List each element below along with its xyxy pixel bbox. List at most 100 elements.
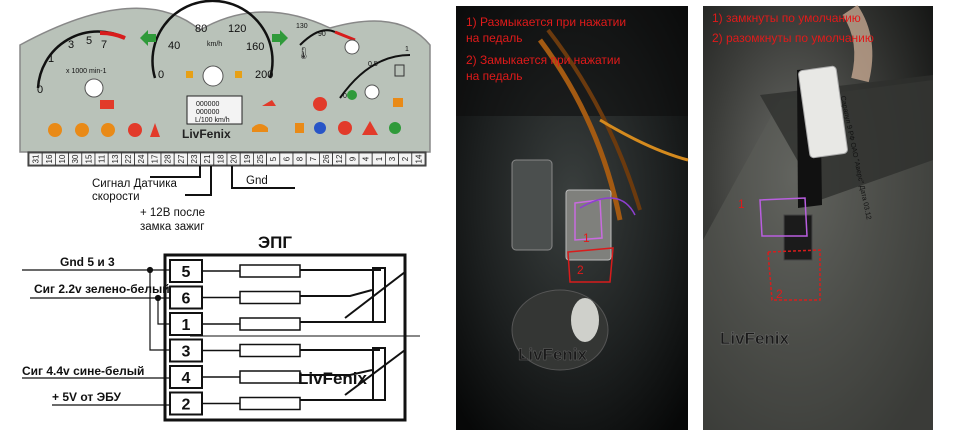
connector-pin-label: 11: [98, 154, 107, 163]
epg-resistor: [239, 343, 301, 358]
speedometer: 0 40 80 120 160 200 km/h: [151, 0, 274, 87]
photo-2-mark-2: 2: [776, 287, 783, 301]
highlight-2: [567, 247, 614, 283]
connector-pin-cell: [411, 152, 426, 166]
photo-1-line-1a: 1) Размыкается при нажатии: [466, 15, 626, 29]
photo-1-mark-1: 1: [583, 231, 590, 245]
epg-sig44-label: Сиг 4.4v сине-белый: [22, 364, 144, 378]
warning-lamps: [48, 90, 403, 137]
instrument-cluster: 0 1 3 5 7 x 1000 min-1 0 40 80 120 160 2…: [19, 0, 431, 167]
green-lamp-icon: [347, 90, 357, 100]
connector-pin-label: 21: [203, 154, 212, 163]
fog-light-icon: [389, 122, 401, 134]
speedo-tick-0: 0: [158, 69, 164, 81]
connector-pin-label: 6: [282, 156, 291, 161]
highlight-2: [767, 249, 821, 301]
tacho-tick-5: 5: [86, 35, 92, 47]
odometer-line-3: L/100 km/h: [195, 117, 230, 124]
connector-pin-label: 15: [84, 154, 93, 163]
coolant-icon: [295, 123, 304, 133]
photo-1-watermark: LivFenix: [518, 345, 588, 364]
odometer-box: [186, 95, 243, 125]
brown-wire: [546, 28, 642, 211]
epg-pin-label: 3: [182, 344, 191, 361]
speedo-tick-200: 200: [255, 69, 273, 81]
fuel-low-icon: [393, 98, 403, 107]
connector-pin-label: 12: [335, 154, 344, 163]
connector-pin-label: 13: [111, 154, 120, 163]
fuel-tick-mid: 0,5: [368, 61, 378, 68]
epg-pin-label: 1: [182, 317, 191, 334]
epg-pin-label: 5: [182, 264, 191, 281]
speedo-tick-40: 40: [168, 40, 180, 52]
connector-pin-label: 25: [256, 154, 265, 163]
epg-watermark: LivFenix: [298, 369, 368, 388]
tacho-tick-7: 7: [101, 39, 107, 51]
odometer-line-2: 000000: [196, 109, 219, 116]
brake-warning-icon: [128, 123, 142, 137]
oil-warning-icon: [75, 123, 89, 137]
epg-pin-label: 4: [182, 370, 191, 387]
cluster-face: [19, 7, 431, 153]
tacho-tick-0: 0: [37, 84, 43, 96]
fuel-tick-0: 0: [343, 93, 347, 100]
dash-watermark: LivFenix: [182, 127, 231, 141]
highlight-1: [574, 199, 603, 241]
photo-2-watermark: LivFenix: [720, 329, 790, 348]
photo-2-line-1: 1) замкнуты по умолчанию: [712, 11, 861, 25]
connector-pin-label: 1: [375, 156, 384, 161]
speed-sensor-label-1: Сигнал Датчика: [92, 178, 177, 190]
photo-1-line-2b: на педаль: [466, 69, 522, 83]
turn-right-icon: [272, 30, 288, 46]
epg-resistor: [239, 264, 301, 278]
connector-pin-label: 22: [124, 154, 133, 163]
battery-icon: [100, 100, 114, 109]
power-label-1: + 12В после: [140, 207, 205, 219]
speedo-tick-80: 80: [195, 23, 207, 35]
pedal-photo-2: Сарапул 9 РФ ОАО "Аверс" Дата 03.12 1 2 …: [703, 5, 933, 430]
epg-leads: [22, 266, 170, 406]
pot-1: [300, 267, 406, 323]
connector-pin-label: 7: [309, 156, 318, 161]
epg-resistor: [239, 396, 301, 411]
highlight-1: [759, 197, 808, 237]
connector-pin-label: 31: [32, 154, 41, 163]
connector-pin-label: 8: [296, 156, 305, 161]
dash-wiring: [150, 166, 295, 196]
temp-tick-130: 130: [296, 23, 308, 30]
oil-can-icon: [262, 100, 276, 106]
tachometer: 0 1 3 5 7 x 1000 min-1: [36, 30, 126, 98]
connector-pin-label: 26: [322, 154, 331, 163]
epg-housing: [163, 253, 407, 422]
tacho-unit: x 1000 min-1: [66, 68, 107, 75]
epg-sig22-label: Сиг 2.2v зелено-белый: [34, 282, 170, 296]
cable-tag: [798, 65, 848, 159]
epg-gnd-label: Gnd 5 и 3: [60, 255, 115, 269]
photo-1-mark-2: 2: [577, 263, 584, 277]
epg-pin-label: 6: [182, 291, 191, 308]
speedo-tick-160: 160: [246, 41, 264, 53]
thermometer-icon: 🌡: [296, 46, 311, 60]
epg-resistor: [239, 290, 301, 305]
epg-title: ЭПГ: [258, 233, 292, 252]
speed-sensor-label-2: скорости: [92, 191, 140, 203]
connector-pin-label: 2: [401, 156, 410, 161]
connector-pin-label: 19: [243, 154, 252, 163]
tacho-tick-3: 3: [68, 39, 74, 51]
turn-left-icon: [140, 30, 156, 46]
connector-pin-label: 14: [414, 154, 423, 163]
finger: [842, 5, 873, 83]
tacho-tick-1: 1: [48, 53, 54, 65]
speedo-unit: km/h: [207, 41, 222, 48]
pot-2: [300, 347, 406, 401]
speedo-tick-120: 120: [228, 23, 246, 35]
epg-pin-label: 2: [182, 397, 191, 414]
orange-wire: [537, 38, 623, 221]
fuel-tick-1: 1: [405, 46, 409, 53]
fuel-pump-icon: [394, 64, 405, 77]
connector-pin-label: 4: [362, 156, 371, 161]
parking-brake-icon: [313, 97, 327, 111]
pedal-photo-1: 1 2 1) Размыкается при нажатии на педаль…: [456, 6, 689, 430]
